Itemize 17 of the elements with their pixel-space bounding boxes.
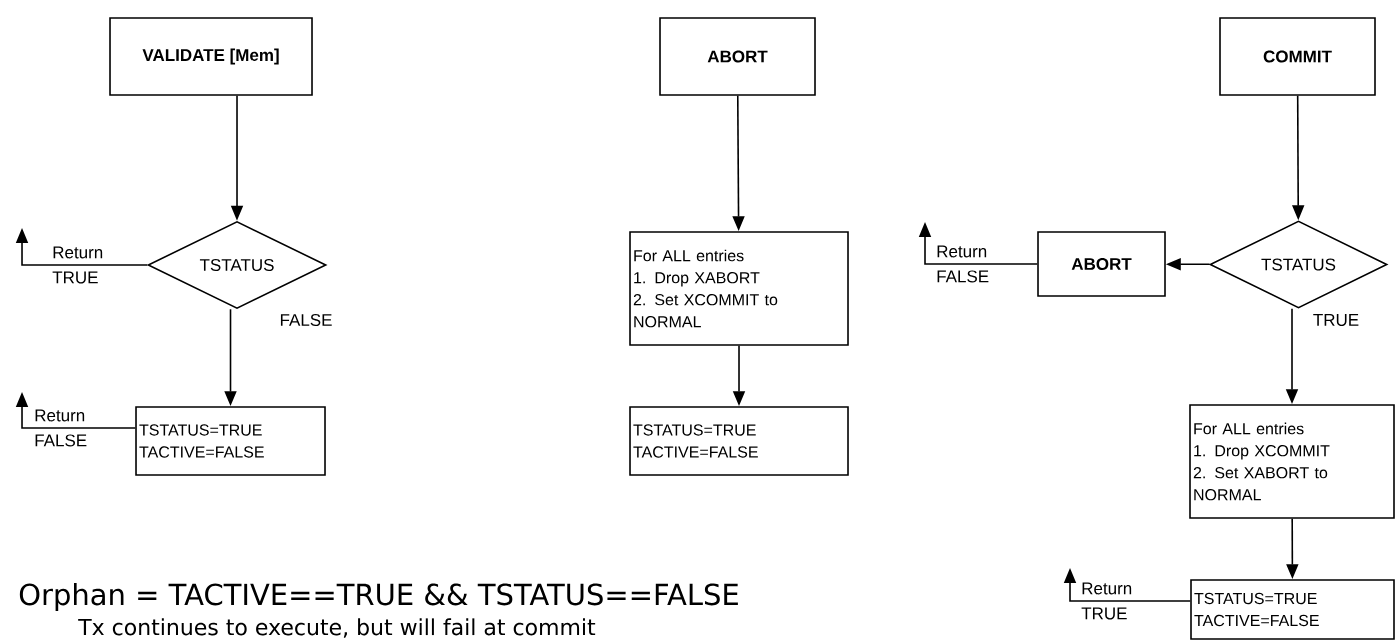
process-box: TSTATUS=TRUE TACTIVE=FALSE <box>135 406 326 476</box>
process-box: ABORT <box>1037 231 1166 297</box>
process-box: VALIDATE [Mem] <box>109 17 313 96</box>
process-box: TSTATUS=TRUE TACTIVE=FALSE <box>1190 579 1395 640</box>
process-box: For ALL entries 1. Drop XCOMMIT 2. Set XABORT to NORMAL <box>1189 404 1395 519</box>
process-box: For ALL entries 1. Drop XABORT 2. Set XCOMMIT to NORMAL <box>629 231 849 346</box>
edge-label: FALSE <box>280 314 332 326</box>
edge-label: TRUE <box>1313 314 1359 326</box>
edge-label: Return FALSE <box>937 245 989 283</box>
note-text: Tx continues to execute, but will fail at commit <box>78 618 596 638</box>
edge-label: Return FALSE <box>35 409 87 447</box>
formula-text: Orphan = TACTIVE==TRUE && TSTATUS==FALSE <box>19 582 738 612</box>
process-box: TSTATUS=TRUE TACTIVE=FALSE <box>629 406 849 476</box>
process-box: COMMIT <box>1219 17 1376 96</box>
edge-label: Return TRUE <box>1081 582 1132 620</box>
process-box: ABORT <box>659 17 816 96</box>
edge-label: Return TRUE <box>52 246 103 284</box>
